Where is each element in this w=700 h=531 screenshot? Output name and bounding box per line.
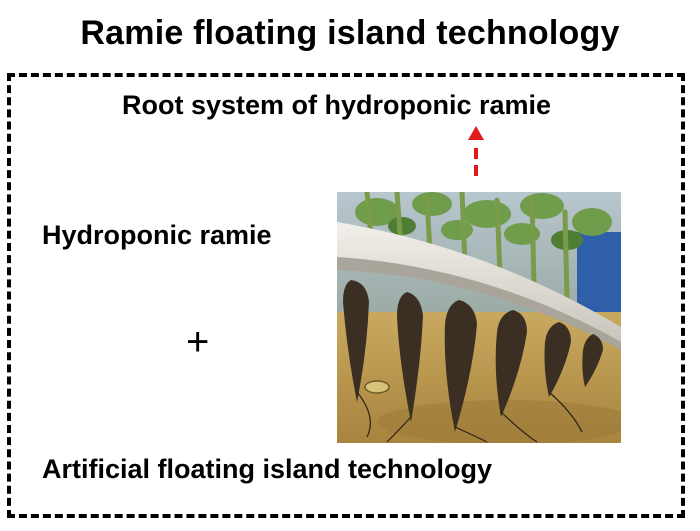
hydroponic-ramie-photo	[337, 192, 621, 443]
dashed-frame	[7, 73, 685, 518]
dashed-up-arrow-icon	[468, 126, 484, 176]
plus-sign: +	[186, 320, 210, 364]
hydroponic-ramie-label: Hydroponic ramie	[42, 220, 272, 250]
diagram-title: Ramie floating island technology	[80, 14, 620, 52]
root-system-label: Root system of hydroponic ramie	[122, 90, 552, 120]
artificial-floating-island-label: Artificial floating island technology	[42, 454, 493, 484]
